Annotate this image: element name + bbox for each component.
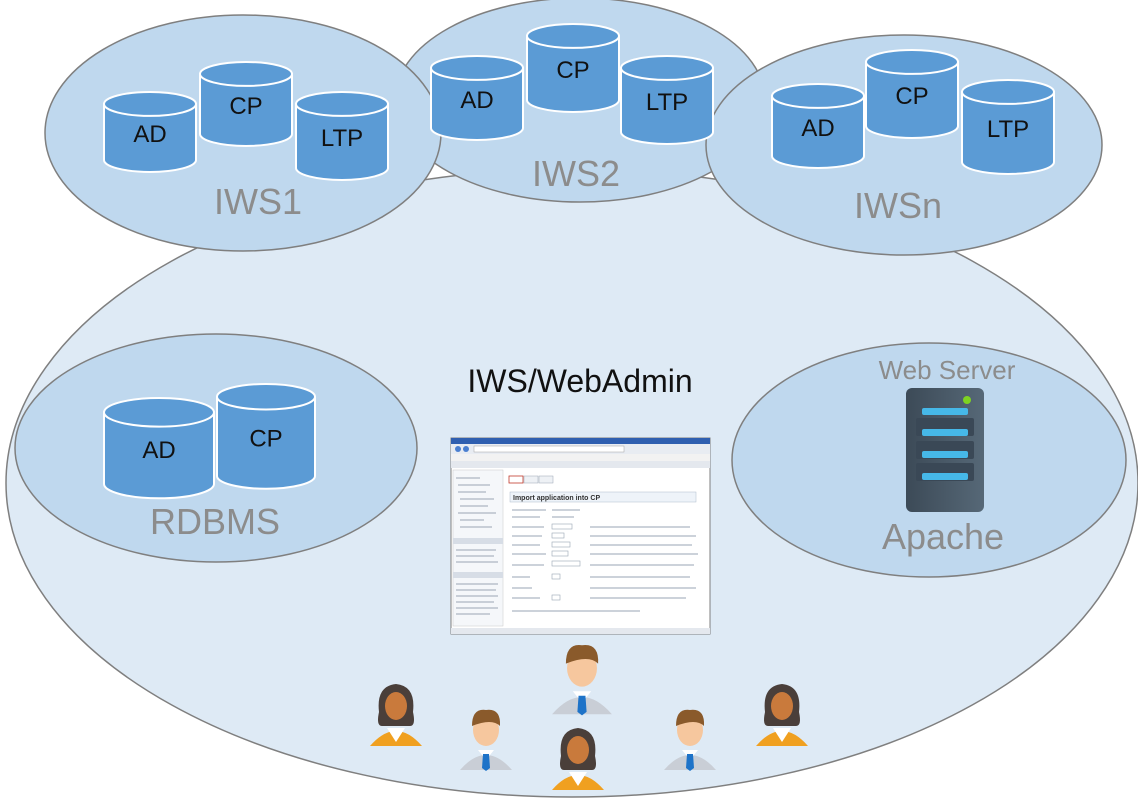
- users-group: [370, 644, 808, 790]
- male-user-icon: [552, 644, 612, 716]
- male-user-icon: [460, 709, 512, 771]
- female-user-icon: [756, 684, 808, 746]
- iwsn-ltp-database: LTP: [961, 79, 1055, 175]
- database-label: CP: [249, 425, 282, 452]
- iws2-label: IWS2: [532, 153, 620, 194]
- iws2-ltp-database: LTP: [620, 55, 714, 145]
- database-label: AD: [142, 437, 175, 464]
- iws1-ltp-database: LTP: [295, 91, 389, 181]
- database-label: CP: [556, 57, 589, 84]
- iws1-ad-database: AD: [103, 91, 197, 173]
- apache-label: Apache: [882, 516, 1004, 557]
- iws1-label: IWS1: [214, 181, 302, 222]
- webadmin-screenshot-thumbnail: Import application into CP: [450, 437, 711, 635]
- database-label: AD: [133, 121, 166, 148]
- iwsn-cp-database: CP: [865, 49, 959, 139]
- male-user-icon: [664, 709, 716, 771]
- database-label: AD: [801, 115, 834, 142]
- database-label: LTP: [646, 89, 688, 116]
- iws1-cp-database: CP: [199, 61, 293, 147]
- screenshot-heading: Import application into CP: [513, 495, 600, 502]
- rdbms-ad-database: AD: [103, 397, 215, 500]
- iws2-ad-database: AD: [430, 55, 524, 141]
- female-user-icon: [552, 728, 604, 790]
- iwsn-ad-database: AD: [771, 83, 865, 169]
- female-user-icon: [370, 684, 422, 746]
- platform-title: IWS/WebAdmin: [467, 363, 692, 399]
- server-icon: [906, 388, 984, 512]
- database-label: CP: [895, 83, 928, 110]
- database-label: LTP: [321, 125, 363, 152]
- database-label: CP: [229, 93, 262, 120]
- database-label: AD: [460, 87, 493, 114]
- database-label: LTP: [987, 116, 1029, 143]
- iws2-cp-database: CP: [526, 23, 620, 113]
- rdbms-label: RDBMS: [150, 501, 280, 542]
- rdbms-cp-database: CP: [216, 383, 316, 490]
- webserver-role-label: Web Server: [879, 355, 1016, 385]
- iwsn-label: IWSn: [854, 185, 942, 226]
